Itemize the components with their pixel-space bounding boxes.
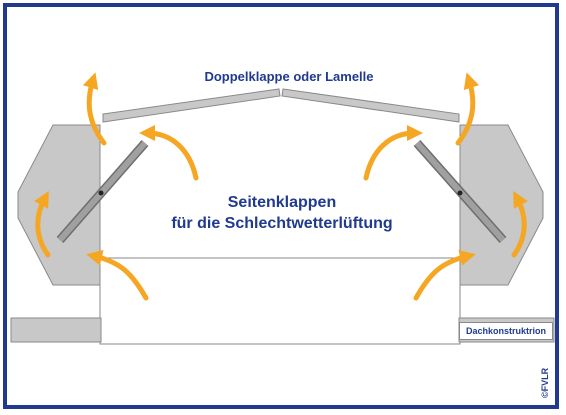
roof-flap-right: [281, 88, 460, 123]
structure-label: Dachkonstruktrion: [459, 322, 553, 340]
center-title-line-2: für die Schlechtwetterlüftung: [171, 215, 392, 232]
center-title-line-1: Seitenklappen: [228, 194, 336, 211]
copyright-label: ©FVLR: [540, 367, 550, 398]
airflow-arrow: [86, 250, 149, 301]
airflow-arrow: [363, 125, 423, 181]
airflow-arrow: [139, 125, 199, 181]
left-structure-block: [10, 317, 102, 343]
airflow-arrow: [413, 250, 476, 301]
airflow-arrow: [82, 72, 107, 146]
airflow-arrow: [511, 190, 528, 258]
left-side-housing: [17, 124, 101, 286]
roof-flap-left: [102, 88, 281, 123]
airflow-arrow: [34, 190, 51, 258]
building-base: [99, 257, 461, 345]
pivot-right: [457, 190, 463, 196]
pivot-left: [98, 190, 104, 196]
airflow-arrow: [455, 72, 480, 146]
roof-flap-title: Doppelklappe oder Lamelle: [204, 69, 373, 84]
